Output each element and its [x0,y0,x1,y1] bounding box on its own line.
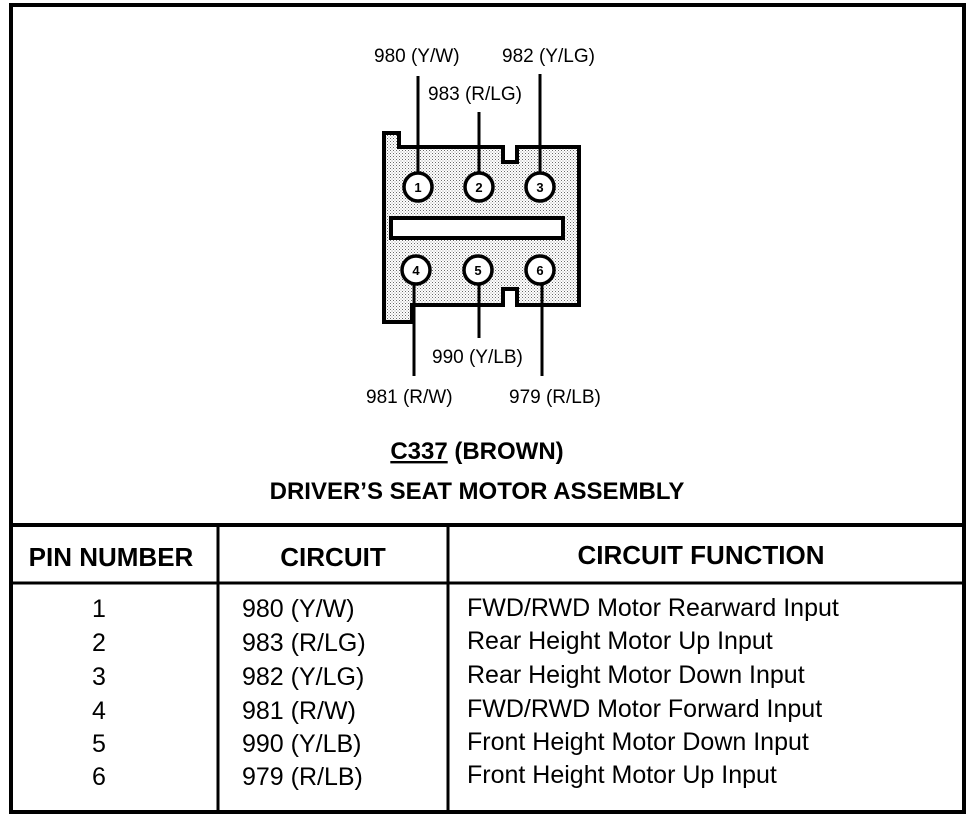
cell-function: Front Height Motor Up Input [467,761,777,789]
connector-color: (BROWN) [454,438,563,465]
wire-label-3: 982 (Y/LG) [502,46,595,67]
cell-function: Rear Height Motor Down Input [467,661,805,689]
cell-function: Rear Height Motor Up Input [467,627,773,655]
wire-label-6: 979 (R/LB) [509,387,601,408]
pin-5-number: 5 [474,263,481,278]
pin-3: 3 [524,171,556,203]
pin-6-number: 6 [536,263,543,278]
table-row: 1 980 (Y/W) FWD/RWD Motor Rearward Input [92,594,839,623]
pin-4: 4 [400,254,432,286]
pin-1: 1 [402,171,434,203]
table-row: 6 979 (R/LB) Front Height Motor Up Input [92,761,777,791]
connector-title: C337 (BROWN) [390,438,563,465]
table-row: 4 981 (R/W) FWD/RWD Motor Forward Input [92,695,822,725]
cell-circuit: 983 (R/LG) [242,629,366,657]
header-pin-number: PIN NUMBER [29,542,194,572]
cell-pin: 5 [92,730,106,758]
pin-6: 6 [524,254,556,286]
table-row: 5 990 (Y/LB) Front Height Motor Down Inp… [92,728,809,758]
wire-label-5: 990 (Y/LB) [432,347,523,368]
header-circuit: CIRCUIT [280,542,386,572]
table-row: 2 983 (R/LG) Rear Height Motor Up Input [92,627,773,657]
cell-function: FWD/RWD Motor Forward Input [467,695,822,723]
cell-pin: 2 [92,629,106,657]
wire-label-4: 981 (R/W) [366,387,453,408]
connector-key-slot [389,216,565,240]
pin-2-number: 2 [475,180,482,195]
cell-pin: 3 [92,663,106,691]
cell-circuit: 979 (R/LB) [242,763,363,791]
cell-pin: 6 [92,763,106,791]
cell-circuit: 981 (R/W) [242,697,356,725]
pin-3-number: 3 [536,180,543,195]
connector-id: C337 [390,438,447,465]
cell-pin: 4 [92,697,106,725]
header-circuit-function: CIRCUIT FUNCTION [578,540,825,570]
cell-circuit: 980 (Y/W) [242,595,355,623]
pin-5: 5 [462,254,494,286]
cell-function: Front Height Motor Down Input [467,728,809,756]
pin-1-number: 1 [414,180,421,195]
wire-label-2: 983 (R/LG) [428,84,522,105]
cell-circuit: 990 (Y/LB) [242,730,362,758]
connector-subtitle: DRIVER’S SEAT MOTOR ASSEMBLY [270,478,685,505]
pin-2: 2 [463,171,495,203]
cell-circuit: 982 (Y/LG) [242,663,364,691]
pin-4-number: 4 [412,263,420,278]
cell-pin: 1 [92,595,106,623]
outer-frame [9,3,966,814]
table-row: 3 982 (Y/LG) Rear Height Motor Down Inpu… [92,661,805,691]
wire-label-1: 980 (Y/W) [374,46,460,67]
cell-function: FWD/RWD Motor Rearward Input [467,594,839,622]
